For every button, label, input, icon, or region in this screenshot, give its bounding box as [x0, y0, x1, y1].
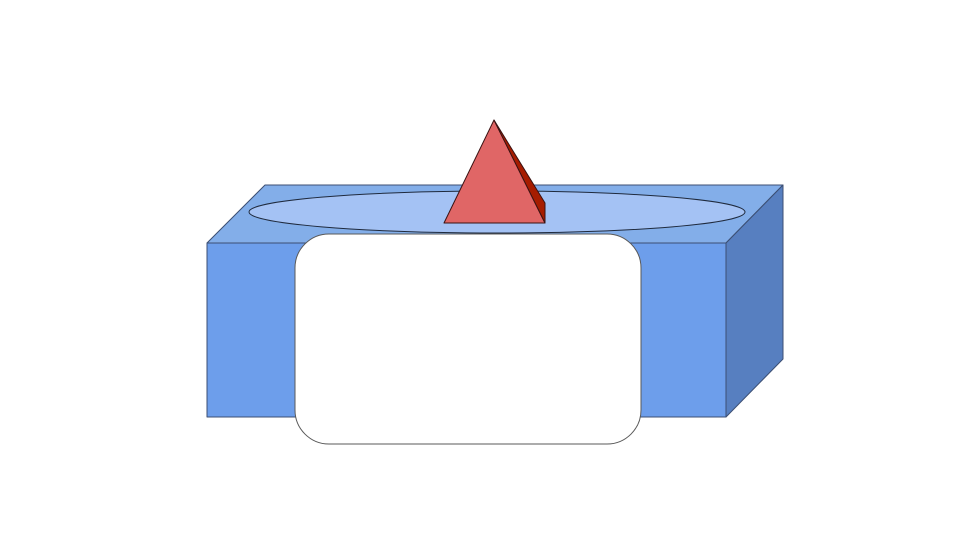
pyramid-side-face[interactable] — [493, 119, 546, 224]
rounded-rectangle-shape[interactable] — [294, 233, 642, 445]
pyramid-front-face[interactable] — [443, 119, 546, 224]
